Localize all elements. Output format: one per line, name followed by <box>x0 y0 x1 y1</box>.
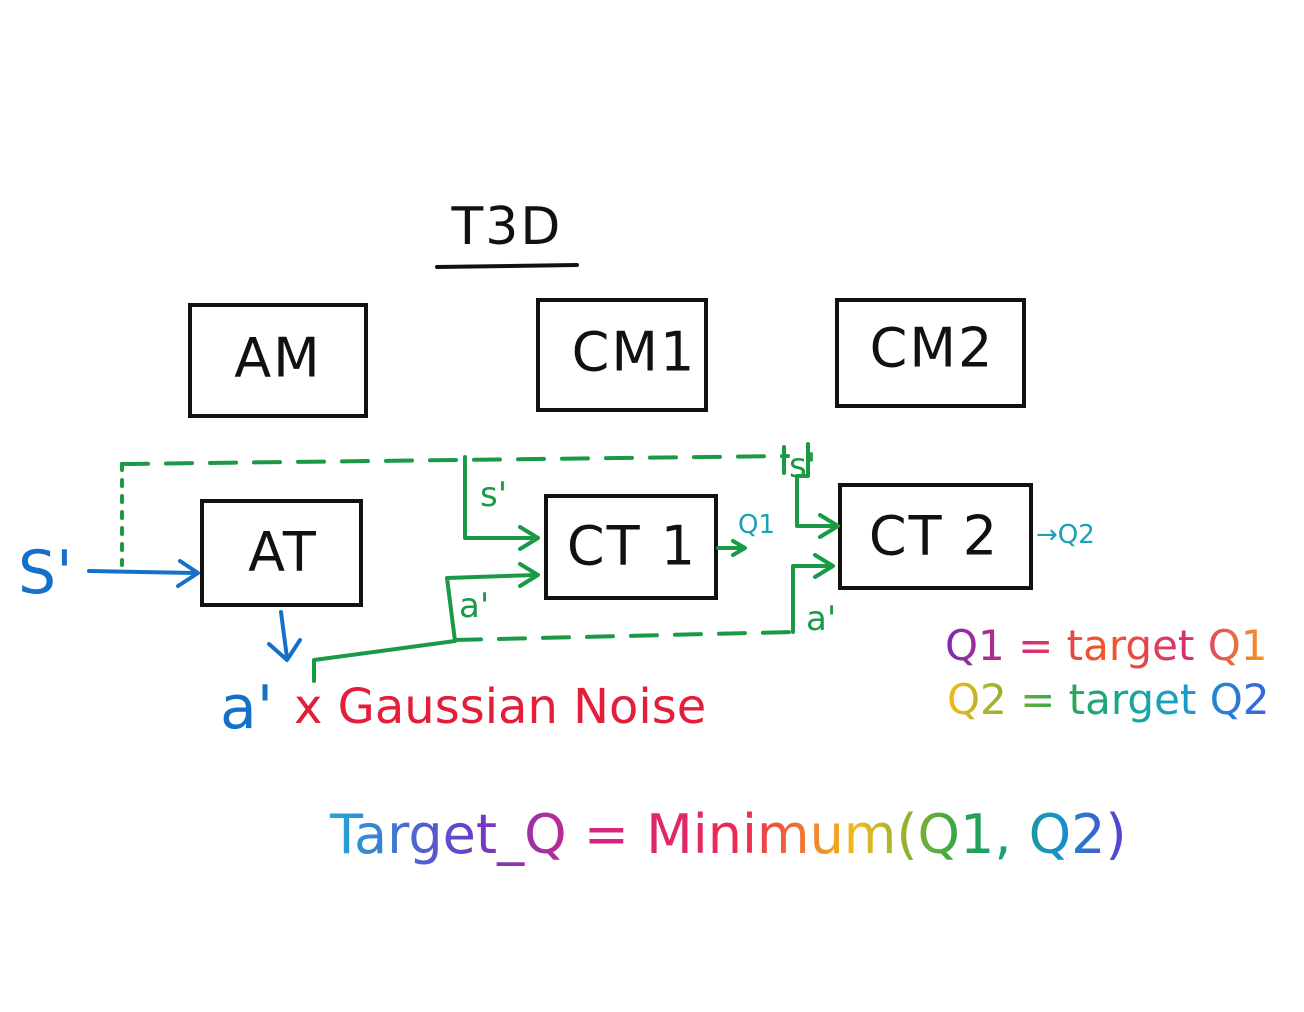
s-prime-to-ct1-path <box>463 455 537 540</box>
s-prime-to-at-arrowhead <box>176 559 200 588</box>
diagram-title: T3D <box>451 197 563 257</box>
at-to-a-prime-arrowhead <box>267 638 302 662</box>
box-am: AM <box>188 303 368 418</box>
box-at-label: AT <box>248 521 318 584</box>
box-cm2: CM2 <box>835 298 1026 408</box>
a-prime-output-label: a' <box>220 673 273 743</box>
q1-target-note: Q1 = target Q1 <box>945 621 1268 670</box>
target-q-equation: Target_Q = Minimum(Q1, Q2) <box>329 803 1127 866</box>
s-to-ct2-arrowhead <box>818 513 840 539</box>
s-prime-to-at-arrow <box>87 569 198 575</box>
title-underline <box>435 263 579 269</box>
s-to-ct2-path <box>795 442 837 528</box>
box-ct1: CT 1 <box>544 494 718 600</box>
a-prime-to-ct1-arrowhead <box>518 562 540 588</box>
s-prime-input-label: S' <box>18 538 73 608</box>
s-prime-to-ct1-arrowhead <box>518 525 540 551</box>
a-prime-to-ct2-path <box>791 564 832 634</box>
q2-output-label: →Q2 <box>1036 520 1095 550</box>
box-cm2-label: CM2 <box>870 317 995 380</box>
box-cm1: CM1 <box>536 298 708 412</box>
a-prime-ct1-label: a' <box>459 586 489 626</box>
box-ct2-label: CT 2 <box>869 505 999 568</box>
box-ct2: CT 2 <box>838 483 1033 590</box>
at-to-a-prime-arrow <box>279 610 289 660</box>
box-cm1-label: CM1 <box>572 321 697 384</box>
box-at: AT <box>200 499 363 607</box>
q2-target-note: Q2 = target Q2 <box>947 675 1270 724</box>
q1-output-label: Q1 <box>738 510 775 540</box>
s-ct2-label: s' <box>789 446 816 486</box>
a-prime-bus-dashed <box>453 630 795 642</box>
s-prime-ct1-label: s' <box>480 475 507 515</box>
box-ct1-label: CT 1 <box>567 515 697 578</box>
ct1-output-arrowhead <box>731 539 747 557</box>
a-prime-to-ct2-arrowhead <box>813 553 835 579</box>
gaussian-noise-label: x Gaussian Noise <box>294 679 706 735</box>
a-ct2-label: a' <box>806 599 836 639</box>
box-am-label: AM <box>234 327 322 390</box>
s-prime-bus-dashed <box>120 454 790 466</box>
